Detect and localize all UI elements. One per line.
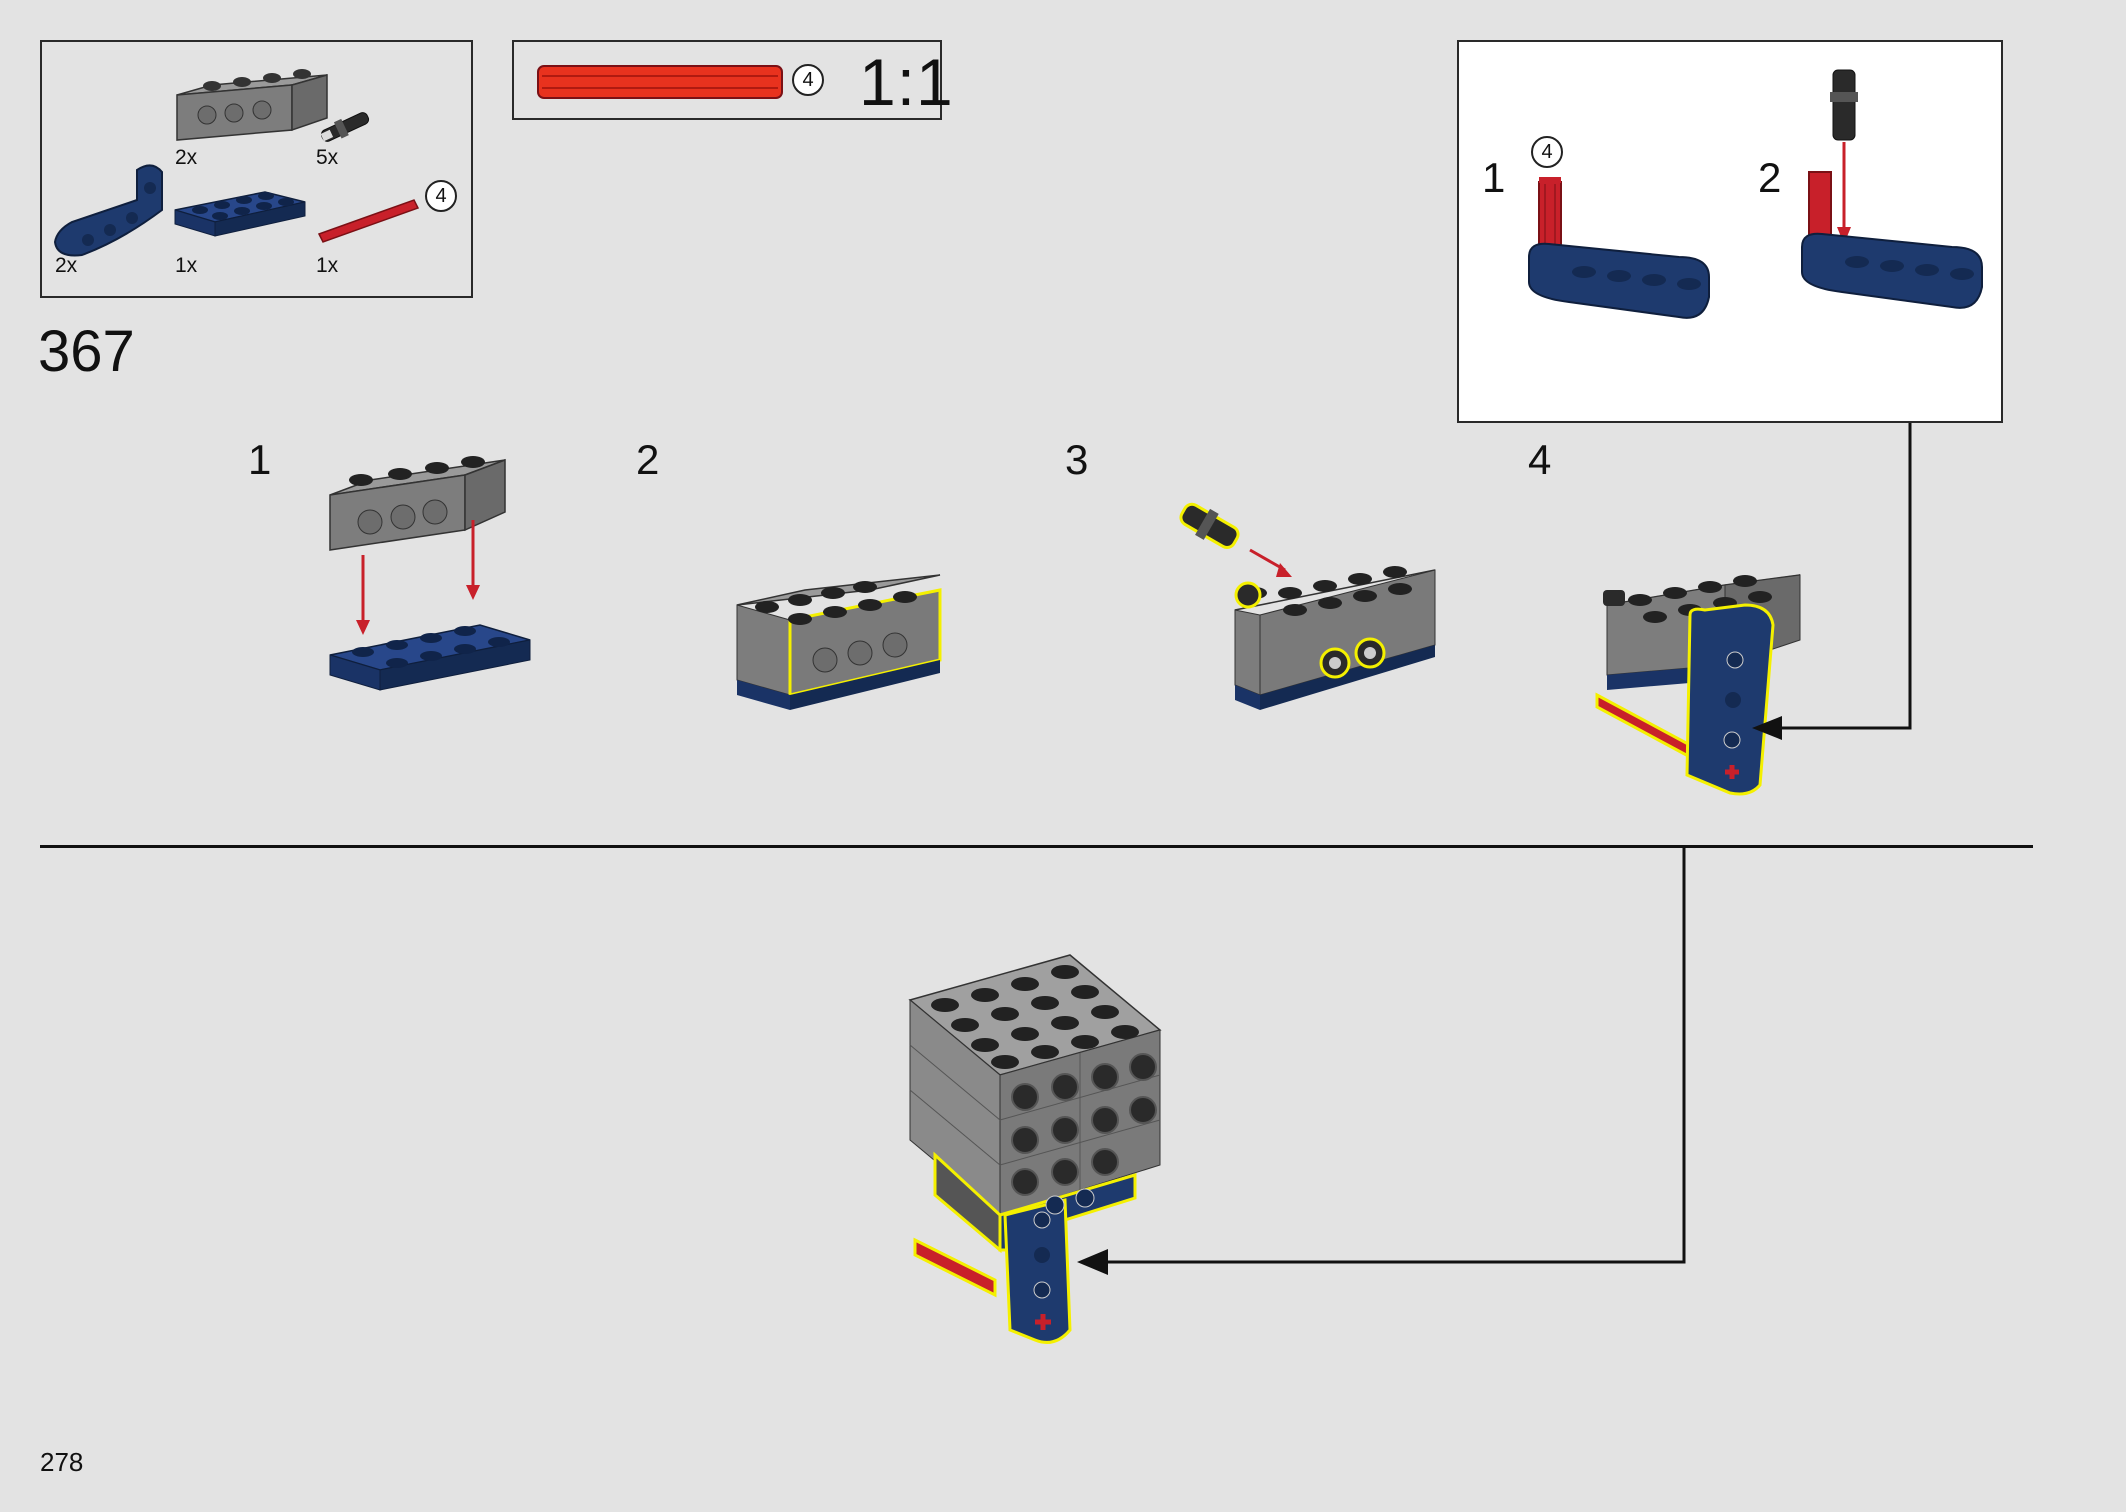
scale-length-badge: 4 [792,64,824,96]
substep-4: 4 [1528,436,1552,483]
blue-plate-icon [174,191,306,237]
section-divider [40,845,2033,848]
scale-ratio: 1:1 [859,45,954,119]
substep-1: 1 [248,436,272,483]
part-qty: 2x [175,146,198,169]
substep-3: 3 [1065,436,1089,483]
part-qty: 1x [316,254,339,277]
final-assembly-illustration [908,954,1162,1344]
callout-box: 1 4 2 [1457,40,2003,423]
substep-3-illustration [1179,502,1436,710]
substep-1-illustration [329,456,531,691]
step-number: 367 [38,319,135,384]
red-axle-icon [317,199,420,243]
page-number: 278 [40,1447,84,1477]
callout-axle-badge: 4 [1531,136,1563,168]
substep-2-illustration [736,574,942,710]
black-pin-icon [320,112,370,142]
gray-technic-brick-icon [176,69,328,141]
axle-scale-box: 4 1:1 [512,40,953,120]
axle-length-badge: 4 [425,180,457,212]
blue-technic-beam-icon [53,164,163,257]
callout-beam-with-axle [1528,177,1710,319]
callout-step-2: 2 [1758,154,1782,201]
part-qty: 2x [55,254,78,277]
part-qty: 1x [175,254,198,277]
substep-4-illustration [1595,574,1801,796]
callout-step-1: 1 [1482,154,1506,201]
red-axle-scale [537,65,783,99]
substep-2: 2 [636,436,660,483]
callout-pin-insert [1801,69,1983,309]
parts-list-box: 2x 5x 2x 1x 4 1x [40,40,473,298]
part-qty: 5x [316,146,339,169]
